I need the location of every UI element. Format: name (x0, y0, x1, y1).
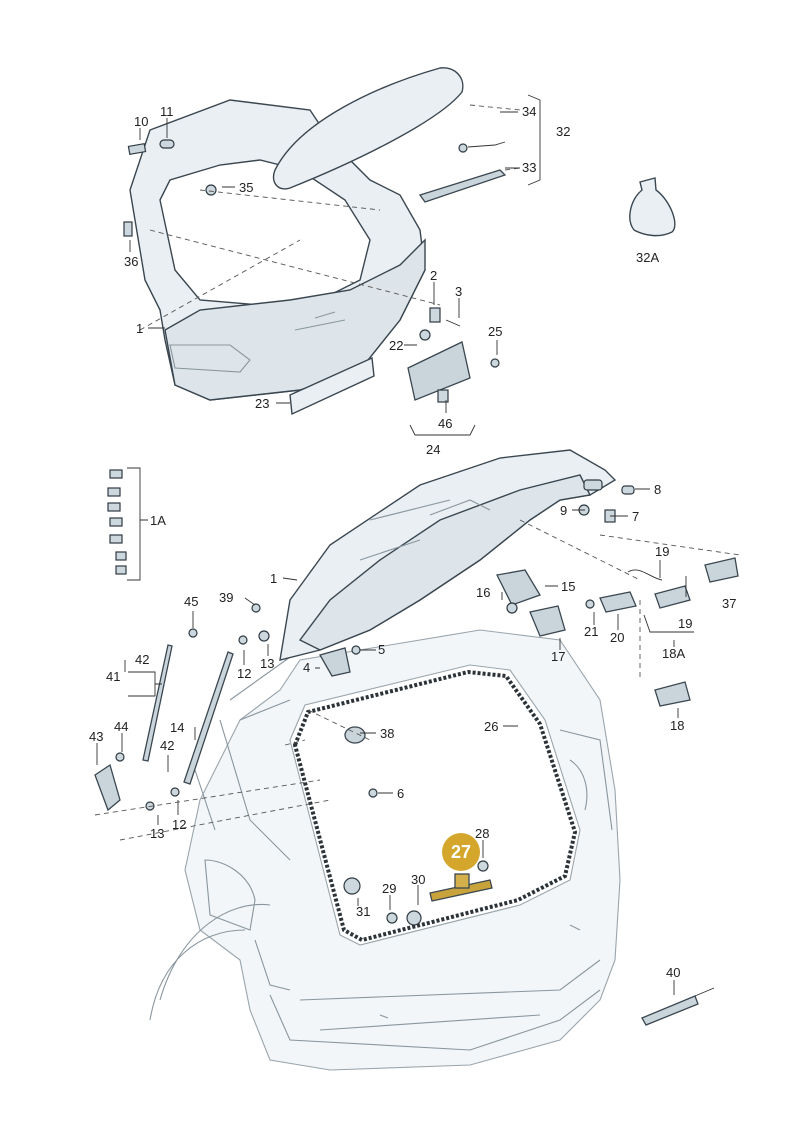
highlight-badge[interactable] (442, 833, 480, 871)
callout-44: 44 (114, 719, 128, 734)
callout-15: 15 (561, 579, 575, 594)
callout-5: 5 (378, 642, 385, 657)
callout-1-lower: 1 (270, 571, 277, 586)
callout-labels: 10 11 35 36 34 32 33 32A 2 3 1 25 22 23 … (89, 104, 736, 980)
callout-7: 7 (632, 509, 639, 524)
callout-22: 22 (389, 338, 403, 353)
callout-39: 39 (219, 590, 233, 605)
callout-17: 17 (551, 649, 565, 664)
callout-32: 32 (556, 124, 570, 139)
callout-12-top: 12 (237, 666, 251, 681)
callout-28: 28 (475, 826, 489, 841)
callout-36: 36 (124, 254, 138, 269)
callout-13-bottom: 13 (150, 826, 164, 841)
callout-18A: 18A (662, 646, 685, 661)
callout-40: 40 (666, 965, 680, 980)
callout-11: 11 (160, 104, 174, 119)
tailgate-upper (129, 67, 507, 416)
callout-34: 34 (522, 104, 536, 119)
callout-32A: 32A (636, 250, 659, 265)
callout-30: 30 (411, 872, 425, 887)
callout-31: 31 (356, 904, 370, 919)
callout-12-bottom: 12 (172, 817, 186, 832)
callout-41: 41 (106, 669, 120, 684)
callout-26: 26 (484, 719, 498, 734)
callout-10: 10 (134, 114, 148, 129)
callout-8: 8 (654, 482, 661, 497)
callout-25: 25 (488, 324, 502, 339)
callout-2: 2 (430, 268, 437, 283)
callout-4: 4 (303, 660, 310, 675)
callout-29: 29 (382, 881, 396, 896)
callout-18: 18 (670, 718, 684, 733)
callout-3: 3 (455, 284, 462, 299)
callout-35: 35 (239, 180, 253, 195)
callout-1-upper: 1 (136, 321, 143, 336)
callout-42-top: 42 (135, 652, 149, 667)
callout-37: 37 (722, 596, 736, 611)
callout-9: 9 (560, 503, 567, 518)
callout-24: 24 (426, 442, 440, 457)
callout-6: 6 (397, 786, 404, 801)
callout-45: 45 (184, 594, 198, 609)
tailgate-lower (279, 449, 617, 661)
callout-23: 23 (255, 396, 269, 411)
callout-19-bottom: 19 (678, 616, 692, 631)
callout-1A: 1A (150, 513, 166, 528)
callout-16: 16 (476, 585, 490, 600)
callout-46: 46 (438, 416, 452, 431)
callout-19-top: 19 (655, 544, 669, 559)
car-body (149, 629, 621, 1071)
callout-21: 21 (584, 624, 598, 639)
small-parts (94, 139, 739, 1026)
callout-38: 38 (380, 726, 394, 741)
callout-20: 20 (610, 630, 624, 645)
leader-lines (96, 94, 694, 995)
highlight-label: 27 (451, 842, 471, 862)
callout-43: 43 (89, 729, 103, 744)
cap-part-32A (629, 177, 676, 237)
callout-14: 14 (170, 720, 184, 735)
callout-42-bottom: 42 (160, 738, 174, 753)
callout-13-top: 13 (260, 656, 274, 671)
highlight-callout-27[interactable]: 27 (442, 833, 480, 871)
callout-33: 33 (522, 160, 536, 175)
